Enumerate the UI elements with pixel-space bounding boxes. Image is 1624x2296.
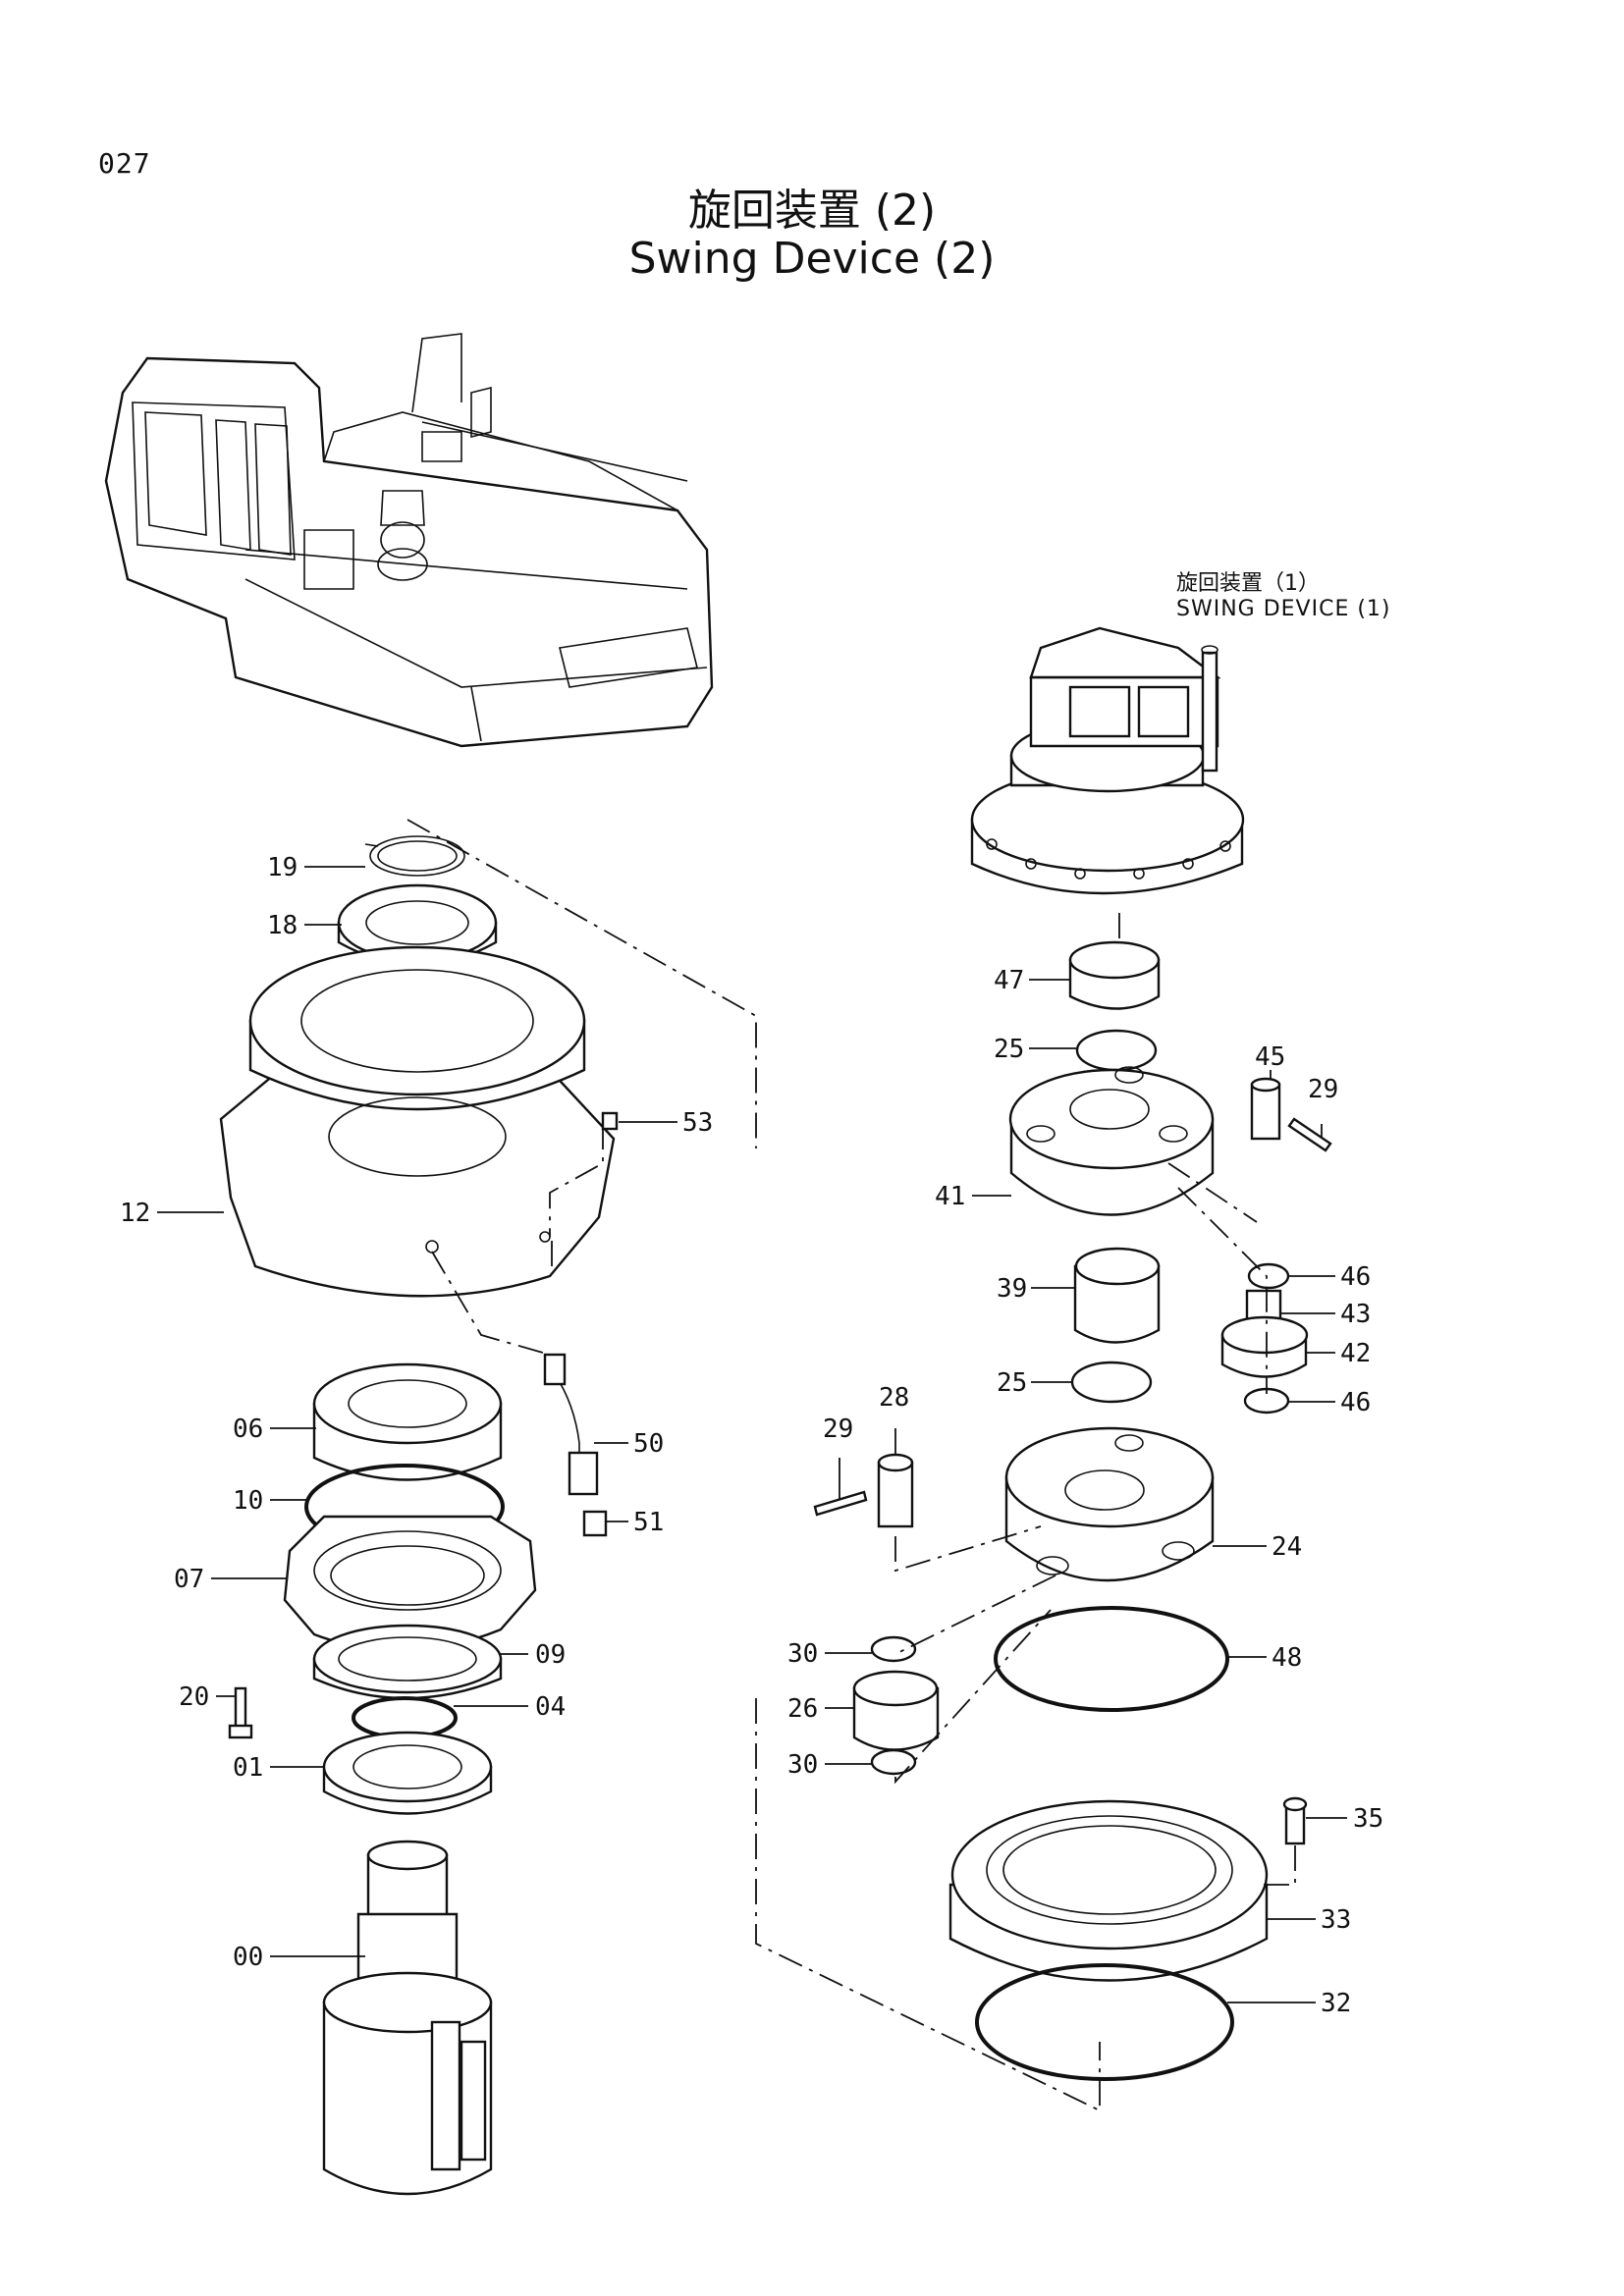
part-09-label: 09 — [535, 1640, 566, 1670]
part-24-label: 24 — [1272, 1532, 1302, 1562]
part-24-shape — [1004, 1426, 1215, 1582]
part-18-label: 18 — [267, 911, 298, 940]
part-28-shape — [877, 1453, 914, 1528]
title-japanese: 旋回装置 (2) — [687, 186, 937, 236]
part-29-upper-label: 29 — [1308, 1075, 1338, 1104]
part-06-label: 06 — [233, 1415, 263, 1444]
part-19-shape — [364, 835, 465, 877]
part-46-upper-label: 46 — [1340, 1262, 1371, 1292]
part-43-label: 43 — [1340, 1300, 1371, 1329]
part-12-shape — [219, 945, 616, 1298]
part-25-upper-label: 25 — [994, 1035, 1024, 1064]
part-35-shape — [1282, 1796, 1308, 1845]
swing-device-1-motor — [970, 626, 1245, 895]
title-english: Swing Device (2) — [628, 234, 996, 284]
part-01-label: 01 — [233, 1753, 263, 1783]
part-19-label: 19 — [267, 853, 298, 882]
part-25-lower-shape — [1070, 1361, 1153, 1404]
part-48-shape — [994, 1606, 1229, 1712]
part-26-label: 26 — [787, 1694, 818, 1724]
part-number-labels: 19 18 53 12 06 50 10 51 07 09 20 04 01 0… — [120, 853, 1383, 2018]
part-47-shape — [1068, 940, 1161, 1010]
part-48-label: 48 — [1272, 1643, 1302, 1673]
part-00-shape — [322, 1840, 493, 2196]
part-46-lower-label: 46 — [1340, 1388, 1371, 1417]
part-35-label: 35 — [1353, 1804, 1383, 1834]
part-09-shape — [312, 1624, 503, 1700]
part-30-lower-label: 30 — [787, 1750, 818, 1780]
part-42-label: 42 — [1340, 1339, 1371, 1368]
part-07-shape — [283, 1515, 537, 1652]
part-00-label: 00 — [233, 1943, 263, 1972]
part-39-label: 39 — [997, 1274, 1027, 1304]
assembly-guide-lines — [406, 819, 1296, 2112]
part-32-shape — [975, 1963, 1234, 2081]
part-07-label: 07 — [174, 1565, 204, 1594]
part-01-shape — [322, 1731, 493, 1815]
part-45-shape — [1250, 1077, 1281, 1141]
part-30-lower-shape — [870, 1748, 917, 1776]
excavator-overview-icon — [104, 333, 714, 748]
part-41-label: 41 — [935, 1182, 965, 1211]
part-50-shape — [543, 1353, 599, 1496]
part-12-label: 12 — [120, 1199, 150, 1228]
part-53-shape — [601, 1111, 619, 1131]
part-28-label: 28 — [879, 1383, 909, 1413]
part-25-lower-label: 25 — [997, 1368, 1027, 1398]
part-50-label: 50 — [633, 1429, 664, 1459]
part-04-label: 04 — [535, 1692, 566, 1722]
part-18-shape — [337, 883, 498, 966]
part-47-label: 47 — [994, 966, 1024, 995]
part-32-label: 32 — [1321, 1989, 1351, 2018]
part-53-label: 53 — [682, 1108, 713, 1138]
part-51-shape — [582, 1510, 608, 1537]
part-29-lower-label: 29 — [823, 1415, 853, 1444]
part-51-label: 51 — [633, 1508, 664, 1537]
part-06-shape — [312, 1362, 503, 1481]
reference-label-japanese: 旋回装置（1） — [1176, 571, 1320, 596]
part-29-lower-shape — [813, 1490, 868, 1517]
part-26-shape — [852, 1670, 940, 1751]
part-10-label: 10 — [233, 1486, 263, 1516]
part-20-shape — [228, 1686, 253, 1739]
part-42-shape — [1220, 1315, 1309, 1378]
part-41-shape — [1008, 1066, 1215, 1216]
part-33-label: 33 — [1321, 1905, 1351, 1935]
part-39-shape — [1073, 1247, 1161, 1344]
page-number: 027 — [98, 147, 151, 180]
part-33-shape — [948, 1799, 1269, 1982]
part-30-upper-shape — [870, 1635, 917, 1663]
part-20-label: 20 — [179, 1682, 209, 1712]
reference-label-english: SWING DEVICE (1) — [1176, 597, 1391, 621]
part-46-upper-shape — [1247, 1262, 1290, 1290]
part-25-upper-shape — [1075, 1029, 1158, 1072]
part-45-label: 45 — [1255, 1042, 1285, 1072]
part-30-upper-label: 30 — [787, 1639, 818, 1669]
part-29-upper-shape — [1287, 1117, 1332, 1152]
leader-lines — [157, 866, 1347, 2003]
